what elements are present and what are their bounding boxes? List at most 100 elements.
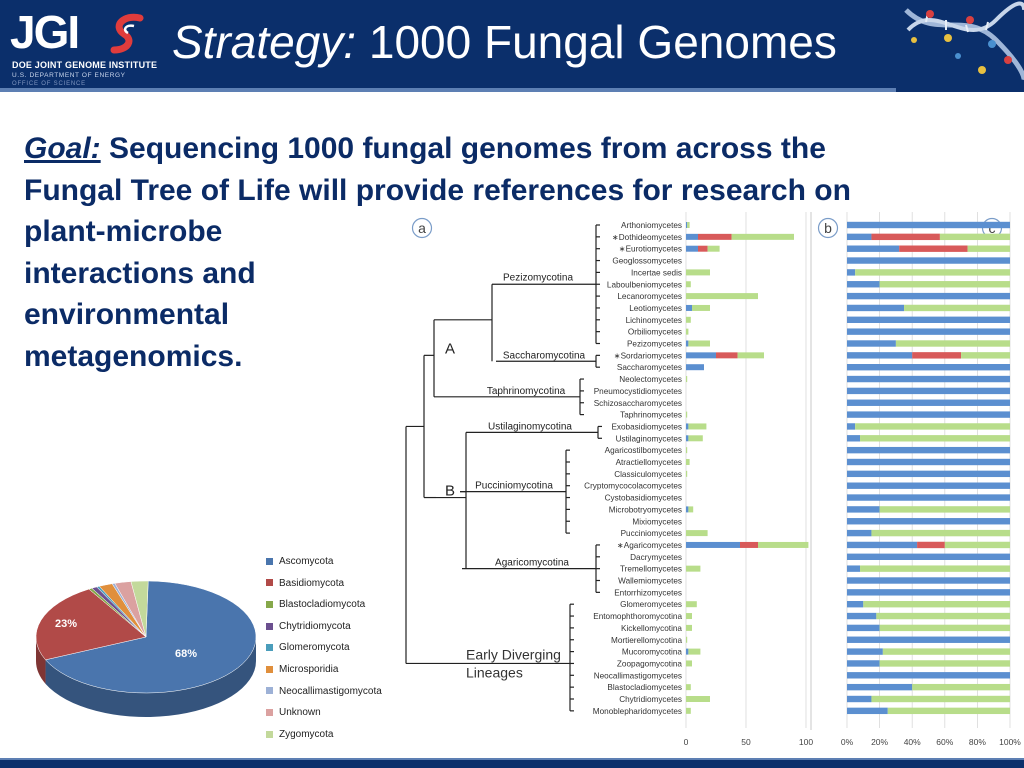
legend-swatch	[266, 687, 273, 695]
legend-label: Chytridiomycota	[279, 620, 351, 632]
bar-b-segment	[847, 553, 1010, 560]
panel-label: a	[418, 220, 426, 236]
taxon-label: Exobasidiomycetes	[611, 422, 682, 431]
bar-b-segment	[847, 458, 1010, 466]
bar-a-segment	[686, 447, 688, 454]
bar-b-segment	[847, 541, 918, 549]
bar-b-segment	[871, 695, 1010, 703]
taxon-label: Microbotryomycetes	[609, 505, 682, 514]
legend-item: Zygomycota	[266, 729, 382, 751]
goal-line4: interactions and	[24, 256, 256, 290]
title-main: 1000 Fungal Genomes	[356, 16, 837, 68]
bar-a-segment	[686, 328, 689, 335]
legend-label: Basidiomycota	[279, 577, 345, 589]
bar-a-segment	[698, 245, 708, 252]
bar-b-segment	[847, 494, 1010, 501]
bar-b-segment	[847, 612, 877, 620]
taxon-label: Cryptomycocolacomycetes	[584, 482, 682, 491]
bar-b-segment	[904, 304, 1010, 312]
bar-b-segment	[847, 470, 1010, 478]
bar-a-segment	[688, 435, 703, 442]
bar-a-segment	[686, 316, 691, 323]
header-bar: JGI DOE JOINT GENOME INSTITUTE U.S. DEPA…	[0, 0, 1024, 92]
bar-b-segment	[847, 352, 913, 359]
taxon-label: ∗Dothideomycetes	[612, 233, 682, 242]
bar-b-segment	[912, 352, 962, 359]
bar-b-segment	[847, 565, 861, 572]
bar-b-segment	[847, 660, 880, 667]
taxon-label: Taphrinomycetes	[620, 411, 682, 420]
legend-label: Zygomycota	[279, 728, 334, 740]
panel-label: b	[824, 220, 832, 236]
logo-wordmark: JGI	[10, 6, 80, 58]
clade-label: A	[445, 340, 455, 357]
bar-a-segment	[686, 340, 689, 347]
tick-label-b: 20%	[871, 737, 888, 747]
legend-label: Neocallimastigomycota	[279, 685, 382, 697]
tick-label-b: 0%	[841, 737, 854, 747]
bar-b-segment	[847, 292, 1010, 300]
bar-b-segment	[967, 245, 1010, 252]
pie-slice-zygomycota	[130, 580, 149, 638]
bar-b-segment	[855, 269, 1010, 276]
goal-line2: Fungal Tree of Life will provide referen…	[24, 173, 851, 207]
header-stripe	[0, 88, 1024, 92]
taxon-label: Monoblepharidomycetes	[593, 707, 682, 716]
goal-line1: Sequencing 1000 fungal genomes from acro…	[100, 132, 826, 165]
bar-b-segment	[847, 387, 1010, 395]
bar-a-segment	[686, 352, 716, 359]
bar-a-segment	[758, 541, 809, 548]
bar-a-segment	[686, 613, 692, 620]
bar-b-segment	[871, 529, 1010, 537]
taxon-label: Entorrhizomycetes	[614, 588, 682, 597]
bar-a-segment	[686, 541, 740, 548]
bar-b-segment	[847, 233, 872, 241]
bar-a-segment	[686, 624, 692, 631]
bar-b-segment	[871, 233, 940, 241]
bar-a-segment	[686, 281, 691, 288]
legend-swatch	[266, 644, 273, 652]
taxon-label: Tremellomycetes	[620, 565, 682, 574]
taxon-label: Pneumocystidiomycetes	[594, 387, 682, 396]
legend-swatch	[266, 622, 273, 630]
bar-b-segment	[860, 435, 1010, 442]
bar-a-segment	[686, 364, 704, 371]
bar-a-segment	[686, 376, 688, 383]
clade-label: Pezizomycotina	[503, 272, 573, 283]
bar-a-segment	[716, 352, 738, 359]
bar-b-segment	[847, 281, 880, 288]
bar-b-segment	[847, 695, 872, 703]
taxon-label: Ustilaginomycetes	[616, 434, 682, 443]
legend-label: Microsporidia	[279, 663, 339, 675]
bar-b-segment	[879, 624, 1010, 632]
bar-b-segment	[855, 423, 1010, 430]
taxon-label: Incertae sedis	[631, 268, 682, 277]
taxon-label: Classiculomycetes	[614, 470, 682, 479]
bar-a-segment	[686, 459, 690, 465]
legend-label: Glomeromycota	[279, 642, 350, 654]
taxon-label: Zoopagomycotina	[617, 659, 683, 668]
goal-continued: plant-microbe interactions and environme…	[24, 211, 394, 377]
legend-item: Chytridiomycota	[266, 621, 382, 643]
pie-data-label: 23%	[55, 618, 77, 630]
bar-b-segment	[847, 601, 864, 608]
bar-b-segment	[847, 529, 872, 537]
bar-b-segment	[847, 577, 1010, 584]
taxon-label: Atractiellomycetes	[616, 458, 682, 467]
legend-swatch	[266, 579, 273, 587]
bar-a-segment	[686, 506, 689, 513]
bar-a-segment	[686, 601, 697, 608]
taxon-label: Pucciniomycetes	[621, 529, 682, 538]
bar-b-segment	[847, 648, 883, 655]
dna-graphic-icon	[896, 0, 1024, 92]
tick-label-a: 50	[741, 737, 751, 747]
bar-a-segment	[688, 423, 707, 430]
bar-a-segment	[707, 245, 720, 252]
logo-office: OFFICE OF SCIENCE	[12, 81, 86, 87]
bar-a-segment	[737, 352, 764, 359]
taxon-label: Entomophthoromycotina	[593, 612, 682, 621]
bar-a-segment	[686, 423, 689, 430]
footer-bar	[0, 758, 1024, 768]
bar-b-segment	[860, 565, 1010, 572]
phyla-pie-chart: 68%23%	[35, 580, 257, 717]
